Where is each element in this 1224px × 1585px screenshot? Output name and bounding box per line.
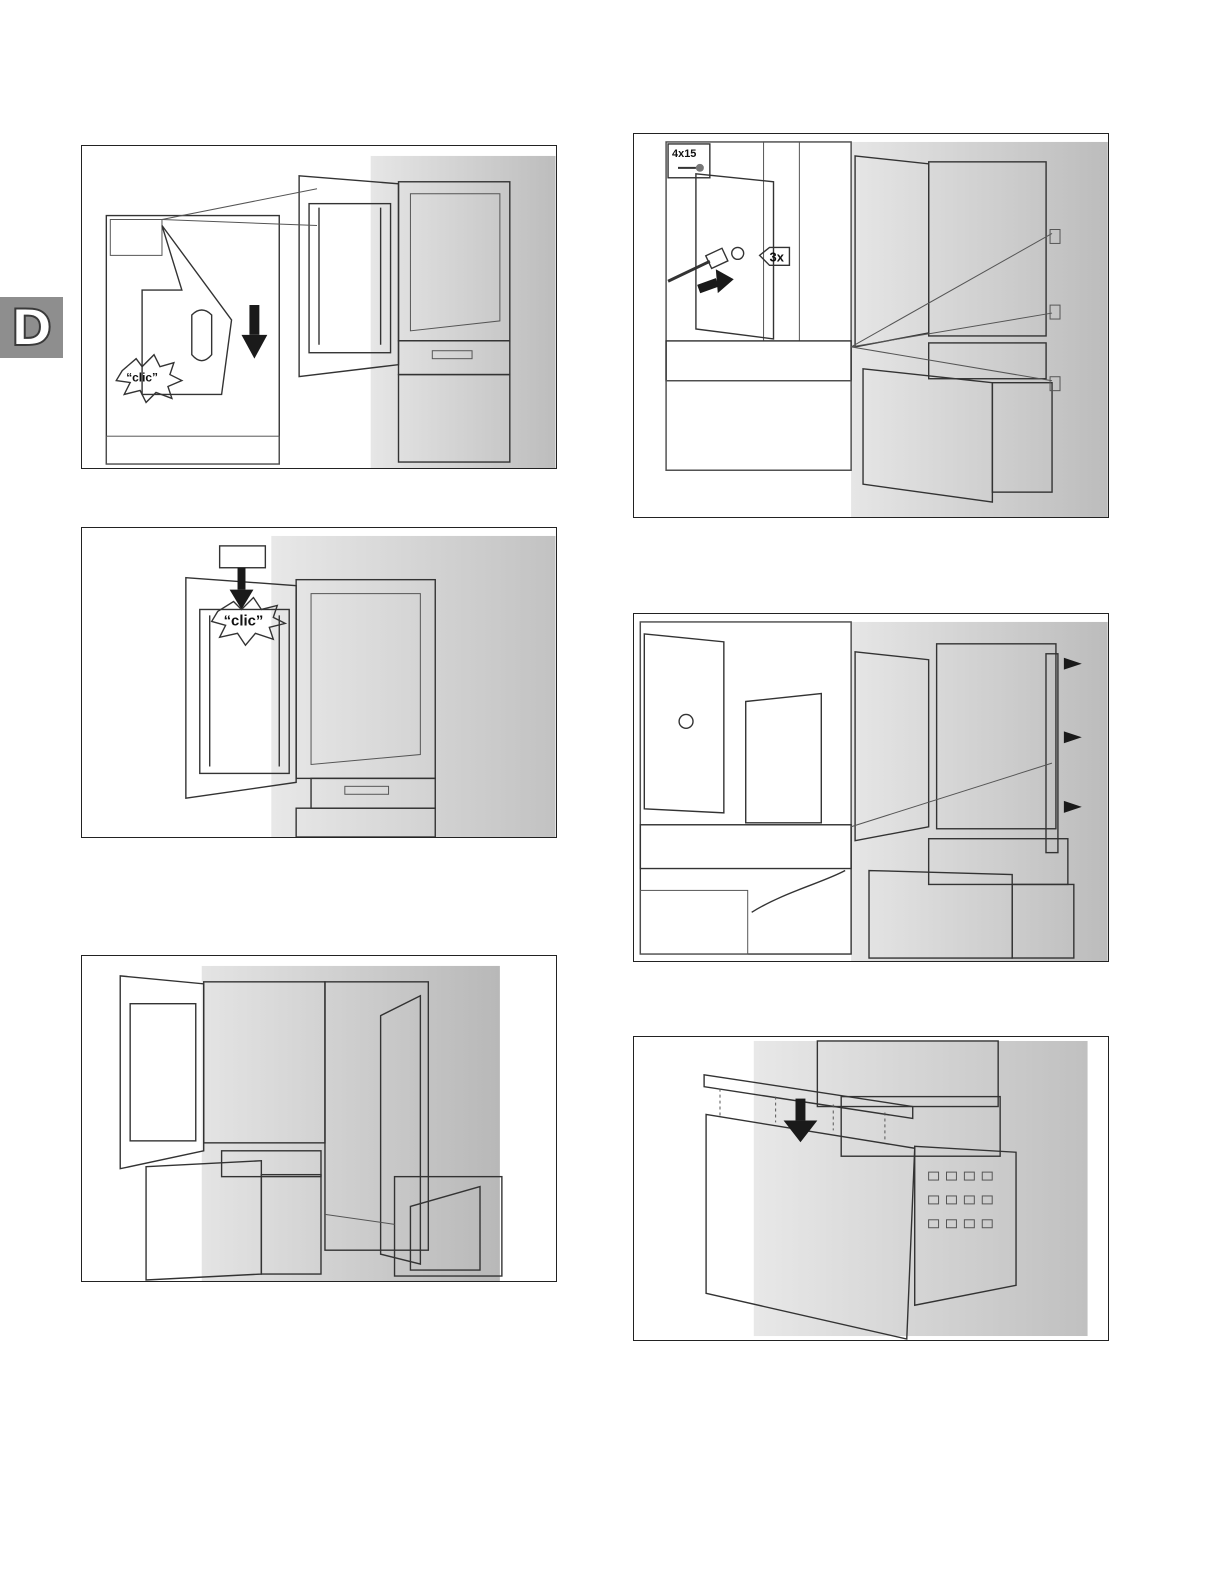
- language-tab-letter: D: [11, 303, 53, 353]
- illustration-drawer-front: [634, 1037, 1108, 1340]
- figure-door-hinge-clic: “clic”: [81, 145, 557, 469]
- figure-both-doors-open: [81, 955, 557, 1282]
- language-tab: D: [0, 297, 63, 358]
- illustration-drawer-bracket: [634, 614, 1108, 961]
- illustration-door-cover: “clic”: [82, 528, 556, 837]
- arrow-down-icon: [230, 568, 254, 610]
- figure-door-cover-clic: “clic”: [81, 527, 557, 838]
- screw-icon: [678, 164, 704, 172]
- illustration-both-doors: [82, 956, 556, 1281]
- illustration-door-hinge: “clic”: [82, 146, 556, 468]
- figure-drawer-front-mount: [633, 1036, 1109, 1341]
- arrow-right-icon: [697, 269, 734, 293]
- clic-callout: “clic”: [126, 371, 158, 385]
- screw-icon: [679, 714, 693, 728]
- screw-spec-label: 4x15: [672, 148, 696, 160]
- figure-drawer-screws: 3x 4x15: [633, 133, 1109, 518]
- clic-callout: “clic”: [224, 613, 264, 629]
- arrow-down-icon: [241, 305, 267, 359]
- screw-icon: [732, 247, 744, 259]
- illustration-drawer-screws: 3x 4x15: [634, 134, 1108, 517]
- figure-drawer-bracket-detail: [633, 613, 1109, 962]
- screw-count-label: 3x: [770, 249, 785, 264]
